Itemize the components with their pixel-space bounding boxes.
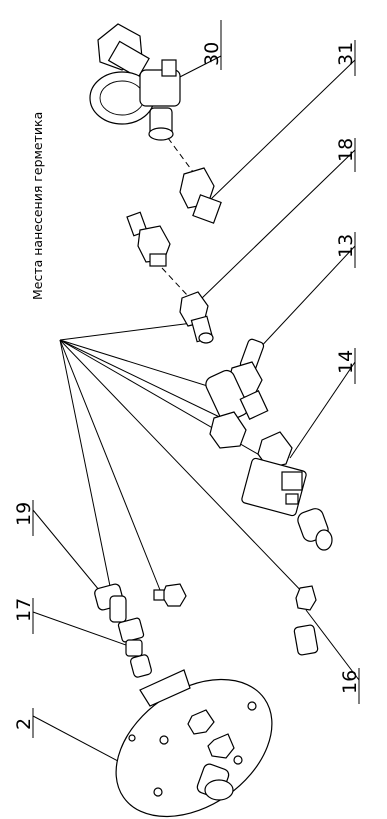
fitting-part-18 (179, 291, 214, 344)
tee-part-19 (94, 583, 127, 623)
svg-text:30: 30 (201, 42, 223, 66)
svg-text:14: 14 (335, 350, 357, 374)
valve-part-13 (205, 338, 269, 449)
label-30: 30 (169, 20, 223, 83)
label-17: 17 (13, 598, 141, 651)
burner-plate-part-2 (115, 669, 273, 818)
label-16: 16 (305, 609, 361, 704)
sealant-annotation: Места нанесения герметика (30, 112, 45, 300)
tube-part-16 (153, 583, 319, 656)
label-19: 19 (13, 500, 105, 597)
svg-text:13: 13 (335, 234, 357, 258)
svg-text:16: 16 (339, 670, 361, 694)
axis-dash-2 (161, 267, 189, 297)
regulator-part-30 (89, 23, 181, 141)
label-14: 14 (289, 348, 357, 459)
sealant-leaders (59, 321, 309, 599)
axis-dash-1 (167, 137, 197, 177)
svg-text:18: 18 (335, 138, 357, 162)
svg-text:19: 19 (13, 502, 35, 526)
loose-fitting (126, 211, 171, 267)
svg-text:17: 17 (13, 598, 35, 622)
svg-text:2: 2 (13, 718, 35, 730)
svg-text:31: 31 (335, 42, 357, 66)
connector-part-17 (117, 617, 152, 678)
label-13: 13 (255, 232, 357, 353)
elbow-fitting (297, 508, 333, 551)
solenoid-part-14 (241, 431, 307, 517)
fitting-part-31 (179, 167, 222, 224)
label-31: 31 (209, 40, 357, 201)
label-18: 18 (199, 138, 357, 301)
